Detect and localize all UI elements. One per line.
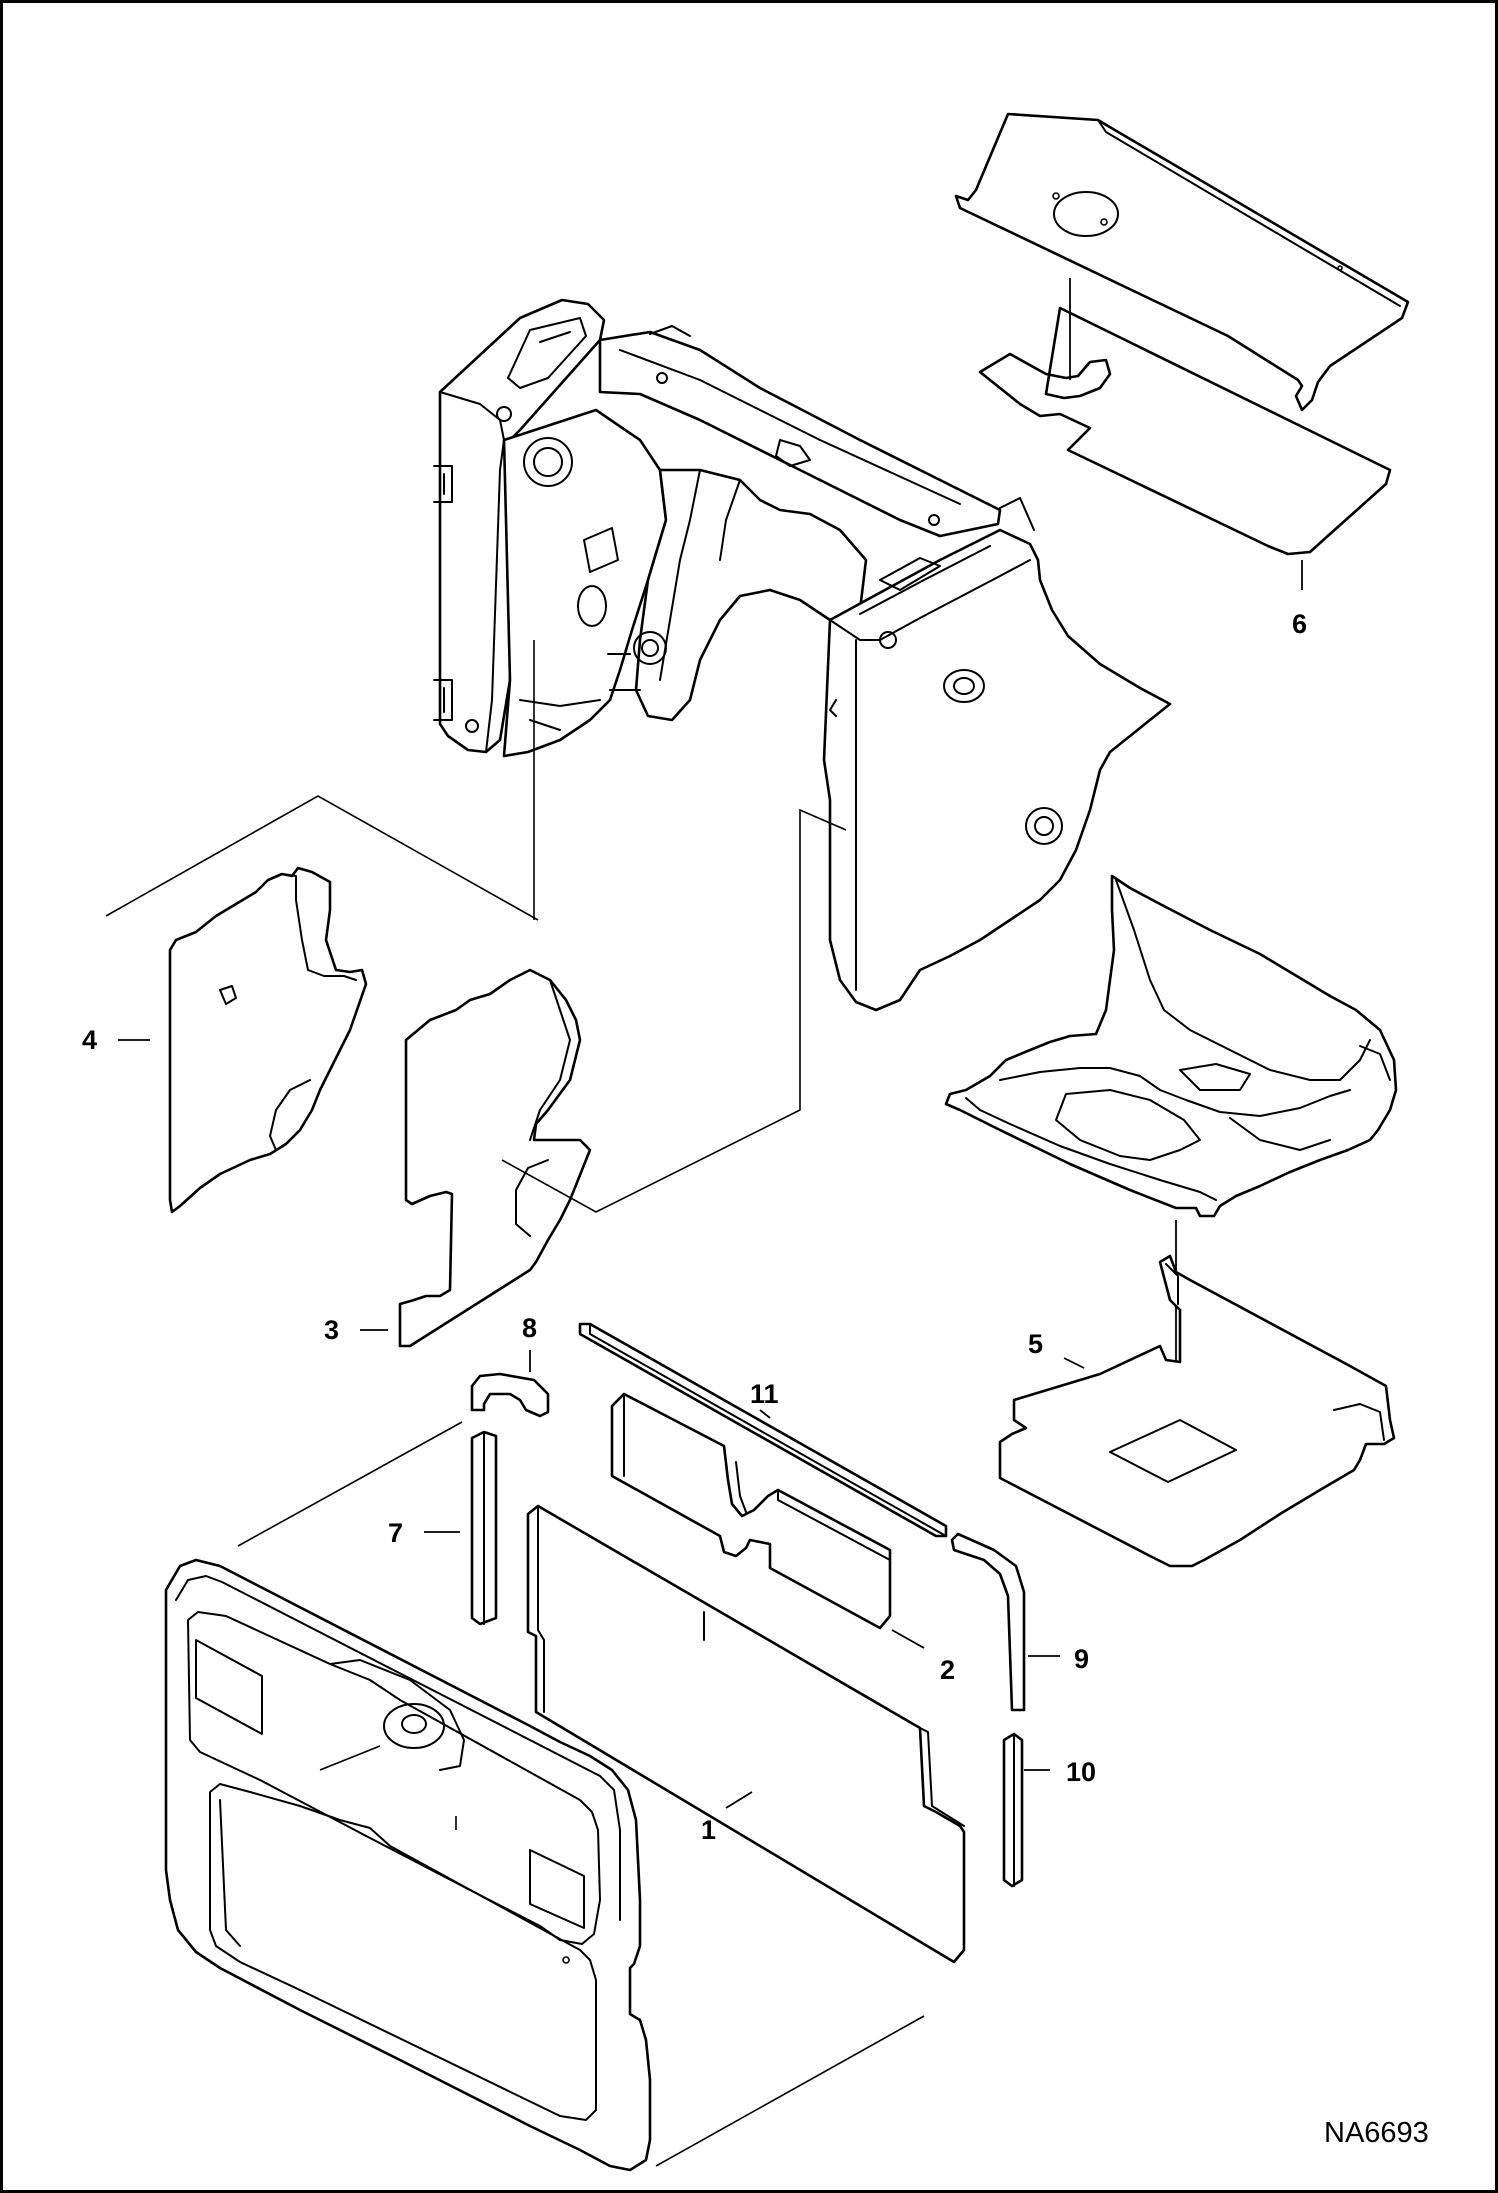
assembly-line-door bbox=[655, 2015, 925, 2167]
assembly-line-3 bbox=[501, 808, 847, 1213]
part-11-strip bbox=[578, 1322, 948, 1538]
part-9-curved-strip bbox=[950, 1532, 1060, 1712]
part-5-floor-mat bbox=[998, 1254, 1396, 1568]
callout-9: 9 bbox=[1074, 1644, 1089, 1674]
drawing-number: NA6693 bbox=[1324, 2117, 1429, 2149]
part-2-panel bbox=[610, 1392, 925, 1649]
part-7-bar bbox=[424, 1430, 498, 1626]
callout-1: 1 bbox=[701, 1815, 716, 1845]
callout-6: 6 bbox=[1292, 609, 1307, 639]
part-3-side-panel bbox=[360, 968, 592, 1348]
door-detail-lines bbox=[319, 1745, 457, 1830]
callout-10: 10 bbox=[1066, 1757, 1096, 1787]
callout-5: 5 bbox=[1028, 1329, 1043, 1359]
part-10-bar bbox=[1002, 1732, 1050, 1888]
callout-3: 3 bbox=[324, 1315, 339, 1345]
callout-7: 7 bbox=[388, 1518, 403, 1548]
floor-tray bbox=[944, 874, 1398, 1476]
part-6-pad bbox=[978, 278, 1392, 590]
callout-4: 4 bbox=[82, 1025, 97, 1055]
part-1-rear-panel bbox=[526, 1504, 966, 1964]
callout-2: 2 bbox=[940, 1655, 955, 1685]
assembly-line-4 bbox=[105, 795, 539, 921]
assembly-line-8 bbox=[237, 1421, 463, 1547]
part-4-left-panel bbox=[118, 866, 368, 1214]
callout-11: 11 bbox=[750, 1379, 779, 1409]
door-panel bbox=[164, 1558, 652, 2172]
main-frame bbox=[433, 298, 1172, 1012]
part-8-block bbox=[470, 1350, 550, 1418]
part-6-cover-plate bbox=[954, 112, 1410, 412]
callout-8: 8 bbox=[522, 1313, 537, 1343]
